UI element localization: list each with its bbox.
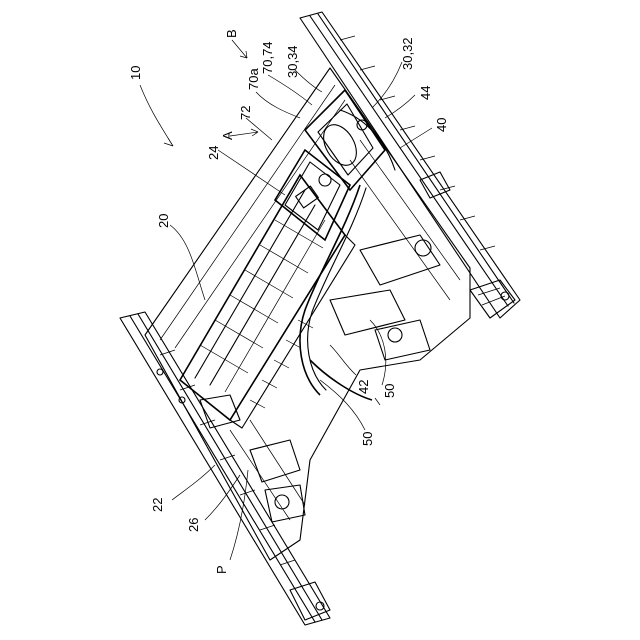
charger-unit (305, 90, 385, 190)
label-72: 72 (238, 106, 253, 120)
label-70-74: 70,74 (260, 41, 275, 74)
cross-members (200, 172, 450, 522)
label-30-34: 30,34 (285, 45, 300, 78)
label-44: 44 (418, 86, 433, 100)
label-50-lower: 50 (360, 432, 375, 446)
label-assembly: 10 (128, 66, 143, 80)
label-30-32: 30,32 (400, 37, 415, 70)
label-24: 24 (206, 146, 221, 160)
label-view-b: B (224, 29, 239, 38)
label-p: P (214, 565, 229, 574)
label-70a: 70a (246, 68, 261, 90)
label-50-upper: 50 (382, 384, 397, 398)
floor-panel (145, 68, 470, 560)
label-22: 22 (150, 498, 165, 512)
label-40: 40 (434, 118, 449, 132)
label-42: 42 (356, 380, 371, 394)
label-20: 20 (156, 214, 171, 228)
label-view-a: A (220, 131, 235, 140)
label-26: 26 (186, 518, 201, 532)
reference-numerals: 10 B 70a 70,74 30,34 30,32 72 A 24 44 40… (128, 29, 449, 574)
